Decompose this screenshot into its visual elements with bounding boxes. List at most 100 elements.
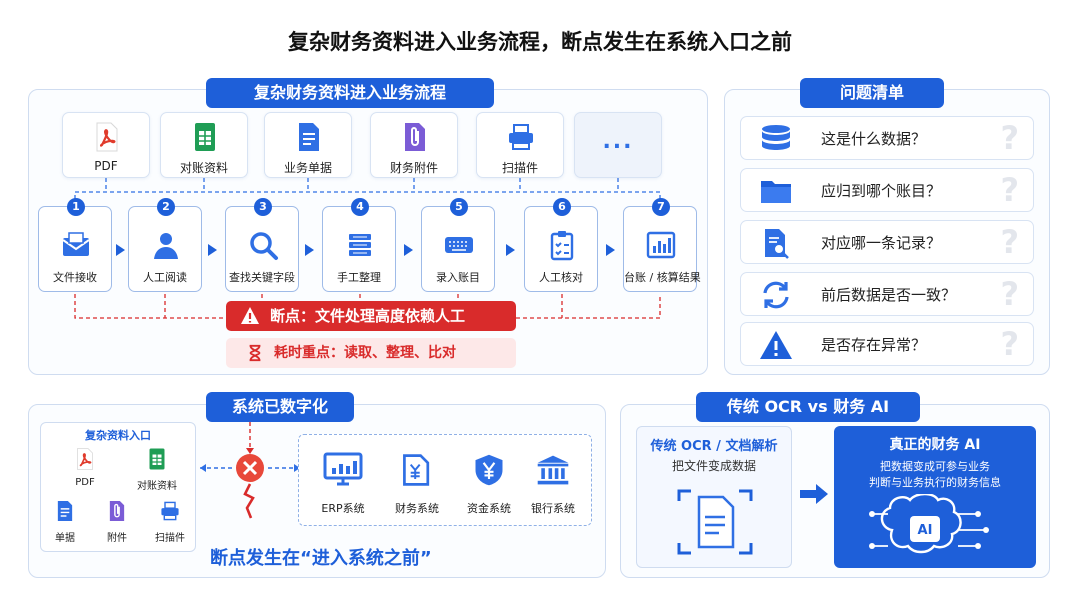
- step-search: 3 查找关键字段: [225, 198, 299, 292]
- step-ledger: 7 台账 / 核算结果: [623, 198, 701, 292]
- scanner-icon: [161, 501, 179, 521]
- source-reconciliation: 对账资料: [160, 112, 248, 178]
- warning-icon: [241, 307, 259, 324]
- step-number: 1: [67, 198, 85, 216]
- timecost-text: 耗时重点：读取、整理、比对: [274, 345, 456, 361]
- shield-yen-icon: [475, 454, 503, 486]
- step-number: 4: [351, 198, 369, 216]
- step-read: 2 人工阅读: [128, 198, 202, 292]
- bar-chart-icon: [646, 231, 676, 259]
- question-mark-icon: ?: [1000, 275, 1019, 313]
- arrow-icon: [208, 244, 217, 256]
- step-label: 查找关键字段: [229, 271, 295, 284]
- issue-text: 前后数据是否一致？: [821, 286, 957, 304]
- arrow-icon: [606, 244, 615, 256]
- step-verify: 6 人工核对: [524, 198, 598, 292]
- step-label: 录入账目: [436, 271, 480, 284]
- step-number: 6: [553, 198, 571, 216]
- page-title: 复杂财务资料进入业务流程，断点发生在系统入口之前: [288, 30, 792, 54]
- ocr-ai-header: 传统 OCR vs 财务 AI: [696, 392, 920, 422]
- breakpoint-text: 断点：文件处理高度依赖人工: [270, 307, 466, 325]
- issue-item: 是否存在异常？ ?: [740, 322, 1034, 366]
- step-label: 文件接收: [53, 271, 97, 284]
- systems-box: [298, 434, 592, 526]
- issue-text: 应归到哪个账目？: [821, 182, 942, 200]
- source-more: ...: [574, 112, 662, 178]
- document-icon: [57, 501, 73, 521]
- issues-header: 问题清单: [800, 78, 944, 108]
- digital-header: 系统已数字化: [206, 392, 354, 422]
- spreadsheet-icon: [195, 123, 215, 151]
- issue-item: 应归到哪个账目？ ?: [740, 168, 1034, 212]
- search-icon: [250, 232, 278, 260]
- source-scan: 扫描件: [476, 112, 564, 178]
- entry-pdf: PDF: [55, 447, 115, 491]
- pdf-icon: [96, 122, 118, 152]
- question-mark-icon: ?: [1000, 171, 1019, 209]
- monitor-chart-icon: [323, 452, 363, 486]
- ai-brain-icon: [869, 494, 989, 554]
- entry-label: 单据: [55, 533, 75, 544]
- source-label: 财务附件: [389, 161, 438, 175]
- source-attachment: 财务附件: [370, 112, 458, 178]
- person-icon: [154, 233, 178, 259]
- system-label: 财务系统: [395, 502, 439, 515]
- system-erp: ERP系统: [306, 438, 380, 524]
- step-receive: 1 文件接收: [38, 198, 112, 292]
- question-mark-icon: ?: [1000, 119, 1019, 157]
- step-label: 台账 / 核算结果: [624, 271, 701, 284]
- issue-item: 对应哪一条记录？ ?: [740, 220, 1034, 264]
- step-organize: 4 手工整理: [322, 198, 396, 292]
- entry-label: PDF: [75, 477, 95, 488]
- ai-desc-2: 判断与业务执行的财务信息: [869, 476, 1001, 489]
- bank-icon: [537, 455, 569, 485]
- entry-label: 对账资料: [137, 481, 177, 492]
- arrow-icon: [116, 244, 125, 256]
- step-number: 3: [254, 198, 272, 216]
- scanner-icon: [509, 124, 533, 150]
- entry-label: 附件: [107, 533, 127, 544]
- flow-header: 复杂财务资料进入业务流程: [206, 78, 494, 108]
- step-label: 手工整理: [337, 271, 381, 284]
- system-label: ERP系统: [321, 502, 365, 515]
- ai-badge: AI: [917, 523, 933, 538]
- entry-label: 扫描件: [155, 533, 185, 544]
- ocr-title: 传统 OCR / 文档解析: [650, 439, 778, 454]
- system-label: 资金系统: [467, 502, 511, 515]
- sync-icon: [763, 281, 789, 309]
- entry-title: 复杂资料入口: [85, 429, 151, 442]
- entry-scan: 扫描件: [147, 499, 193, 544]
- ai-title: 真正的财务 AI: [889, 437, 981, 453]
- alert-icon: [760, 331, 792, 359]
- source-business-doc: 业务单据: [264, 112, 352, 178]
- issue-item: 前后数据是否一致？ ?: [740, 272, 1034, 316]
- system-treasury: 资金系统: [452, 438, 526, 524]
- ai-box: 真正的财务 AI 把数据变成可参与业务 判断与业务执行的财务信息 AI: [834, 426, 1036, 568]
- issue-text: 是否存在异常？: [821, 336, 927, 354]
- database-icon: [762, 125, 790, 150]
- pdf-icon: [77, 448, 93, 470]
- hourglass-icon: [249, 344, 261, 362]
- ocr-desc: 把文件变成数据: [671, 459, 756, 473]
- issue-item: 这是什么数据？ ?: [740, 116, 1034, 160]
- scan-document-icon: [677, 489, 753, 555]
- entry-attachment: 附件: [97, 499, 137, 544]
- keyboard-icon: [445, 237, 473, 253]
- issue-text: 对应哪一条记录？: [821, 234, 942, 252]
- entry-box: 复杂资料入口 PDF 对账资料 单据 附件 扫描件: [40, 422, 196, 552]
- folder-icon: [761, 181, 791, 203]
- source-label: PDF: [94, 159, 118, 173]
- source-label: 业务单据: [283, 161, 332, 175]
- ai-desc-1: 把数据变成可参与业务: [880, 460, 990, 473]
- arrow-icon: [305, 244, 314, 256]
- attachment-icon: [109, 501, 125, 521]
- step-number: 5: [450, 198, 468, 216]
- checklist-icon: [550, 231, 574, 261]
- ocr-box: 传统 OCR / 文档解析 把文件变成数据: [636, 426, 792, 568]
- step-entry: 5 录入账目: [421, 198, 495, 292]
- mail-icon: [62, 232, 90, 256]
- question-mark-icon: ?: [1000, 325, 1019, 363]
- step-number: 2: [157, 198, 175, 216]
- document-icon: [299, 123, 319, 151]
